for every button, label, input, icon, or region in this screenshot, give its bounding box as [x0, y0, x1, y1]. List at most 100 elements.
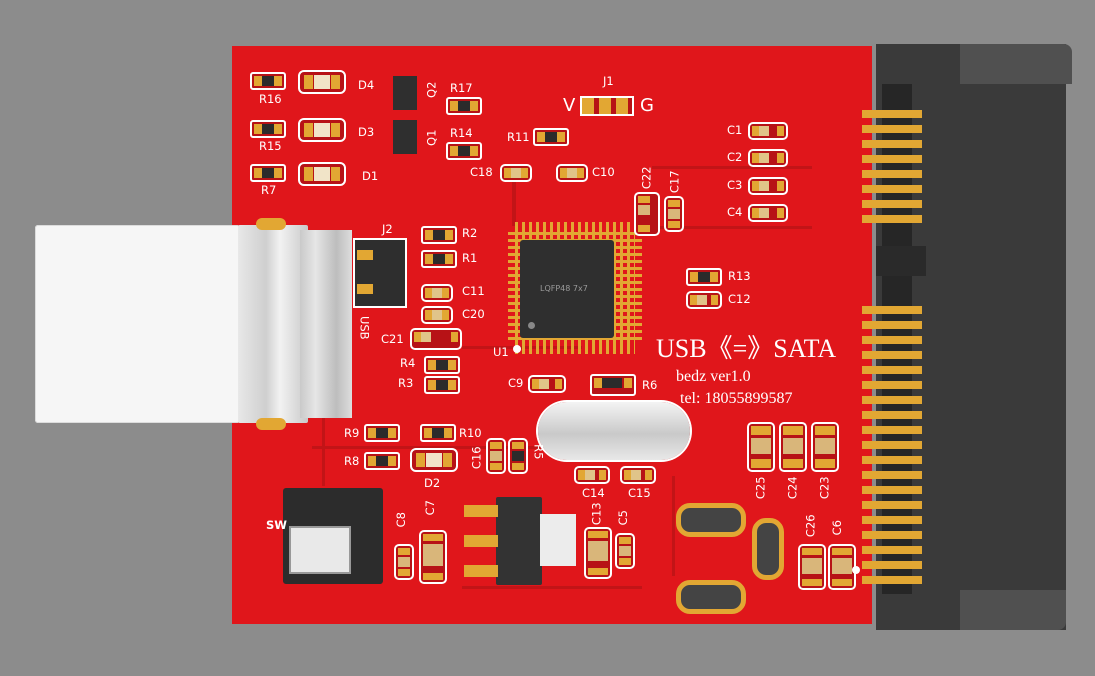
resistor-r11 — [533, 128, 569, 146]
label-r6: R6 — [642, 378, 658, 392]
capacitor-c15 — [620, 466, 656, 484]
label-c20: C20 — [462, 307, 485, 321]
capacitor-c22 — [634, 192, 660, 236]
push-switch-icon[interactable] — [283, 488, 383, 584]
mount-slot-1 — [676, 503, 746, 537]
capacitor-c4 — [748, 204, 788, 222]
label-c18: C18 — [470, 165, 493, 179]
regulator-tab — [540, 514, 576, 566]
label-r2: R2 — [462, 226, 478, 240]
jumper-j1 — [580, 96, 634, 116]
resistor-r14 — [446, 142, 482, 160]
label-u1: U1 — [493, 345, 509, 359]
usb-mount-pad-bottom — [256, 418, 286, 430]
regulator-leg-1 — [464, 505, 498, 517]
capacitor-c2 — [748, 149, 788, 167]
capacitor-c13 — [584, 527, 612, 579]
label-c11: C11 — [462, 284, 485, 298]
label-c2: C2 — [727, 150, 743, 164]
label-c12: C12 — [728, 292, 751, 306]
label-r17: R17 — [450, 81, 473, 95]
ic-marking: LQFP48 7x7 — [540, 284, 588, 293]
capacitor-c1 — [748, 122, 788, 140]
capacitor-c20 — [421, 306, 453, 324]
resistor-r13 — [686, 268, 722, 286]
led-d1 — [298, 162, 346, 186]
label-r8: R8 — [344, 454, 360, 468]
label-r3: R3 — [398, 376, 414, 390]
label-r13: R13 — [728, 269, 751, 283]
resistor-r3 — [424, 376, 460, 394]
capacitor-c24 — [779, 422, 807, 472]
label-c1: C1 — [727, 123, 743, 137]
label-r16: R16 — [259, 92, 282, 106]
capacitor-c12 — [686, 291, 722, 309]
label-c5: C5 — [615, 510, 630, 526]
label-r10: R10 — [459, 426, 482, 440]
label-c15: C15 — [628, 486, 651, 500]
resistor-r2 — [421, 226, 457, 244]
mount-slot-2 — [676, 580, 746, 614]
label-c16: C16 — [469, 446, 484, 470]
sata-connector-bottom-flange — [960, 590, 1066, 630]
label-c9: C9 — [508, 376, 524, 390]
regulator-leg-2 — [464, 535, 498, 547]
capacitor-c16 — [486, 438, 506, 474]
label-r11: R11 — [507, 130, 530, 144]
capacitor-c11 — [421, 284, 453, 302]
board-title: USB《=》SATA — [656, 334, 837, 363]
label-r9: R9 — [344, 426, 360, 440]
label-d1: D1 — [362, 169, 379, 183]
capacitor-c23 — [811, 422, 839, 472]
label-r5: R5 — [531, 444, 546, 460]
label-c6: C6 — [829, 520, 844, 536]
label-sw: SW — [266, 518, 287, 532]
capacitor-c17 — [664, 196, 684, 232]
label-c8: C8 — [393, 512, 408, 528]
label-d2: D2 — [424, 476, 441, 490]
ic-pin1-dot — [528, 322, 535, 329]
label-c10: C10 — [592, 165, 615, 179]
capacitor-c9 — [528, 375, 566, 393]
resistor-r4 — [424, 356, 460, 374]
led-d3 — [298, 118, 346, 142]
label-q1: Q1 — [424, 129, 439, 146]
label-c17: C17 — [667, 170, 682, 194]
led-d2 — [410, 448, 458, 472]
label-jumper-g: G — [640, 95, 654, 116]
label-r1: R1 — [462, 251, 478, 265]
label-usb: USB — [357, 315, 372, 340]
transistor-q1 — [393, 120, 417, 154]
transistor-q2 — [393, 76, 417, 110]
switch-button[interactable] — [289, 526, 351, 574]
resistor-r7 — [250, 164, 286, 182]
label-c26: C26 — [803, 514, 818, 538]
label-c14: C14 — [582, 486, 605, 500]
label-c21: C21 — [381, 332, 404, 346]
label-d3: D3 — [358, 125, 375, 139]
label-j1: J1 — [603, 74, 614, 88]
board-version: bedz ver1.0 — [676, 368, 751, 385]
sata-data-pins — [862, 306, 922, 586]
sata-power-pins — [862, 110, 922, 230]
capacitor-c8 — [394, 544, 414, 580]
usb-connector-metal-tail — [300, 230, 352, 418]
mount-slot-3 — [752, 518, 784, 580]
resistor-r17 — [446, 97, 482, 115]
label-c7: C7 — [422, 500, 437, 516]
jumper-j2-pin-2 — [357, 284, 373, 294]
sata-connector-key — [876, 246, 926, 276]
jumper-j2 — [353, 238, 407, 308]
resistor-r1 — [421, 250, 457, 268]
label-r7: R7 — [261, 183, 277, 197]
board-phone: tel: 18055899587 — [680, 390, 793, 407]
label-c4: C4 — [727, 205, 743, 219]
jumper-j2-pin-1 — [357, 250, 373, 260]
resistor-r5 — [508, 438, 528, 474]
usb-b-connector-icon — [35, 225, 240, 423]
label-c24: C24 — [785, 476, 800, 500]
crystal-oscillator-icon — [538, 402, 690, 460]
capacitor-c26 — [798, 544, 826, 590]
sata-connector-top-flange — [960, 44, 1072, 84]
resistor-r16 — [250, 72, 286, 90]
